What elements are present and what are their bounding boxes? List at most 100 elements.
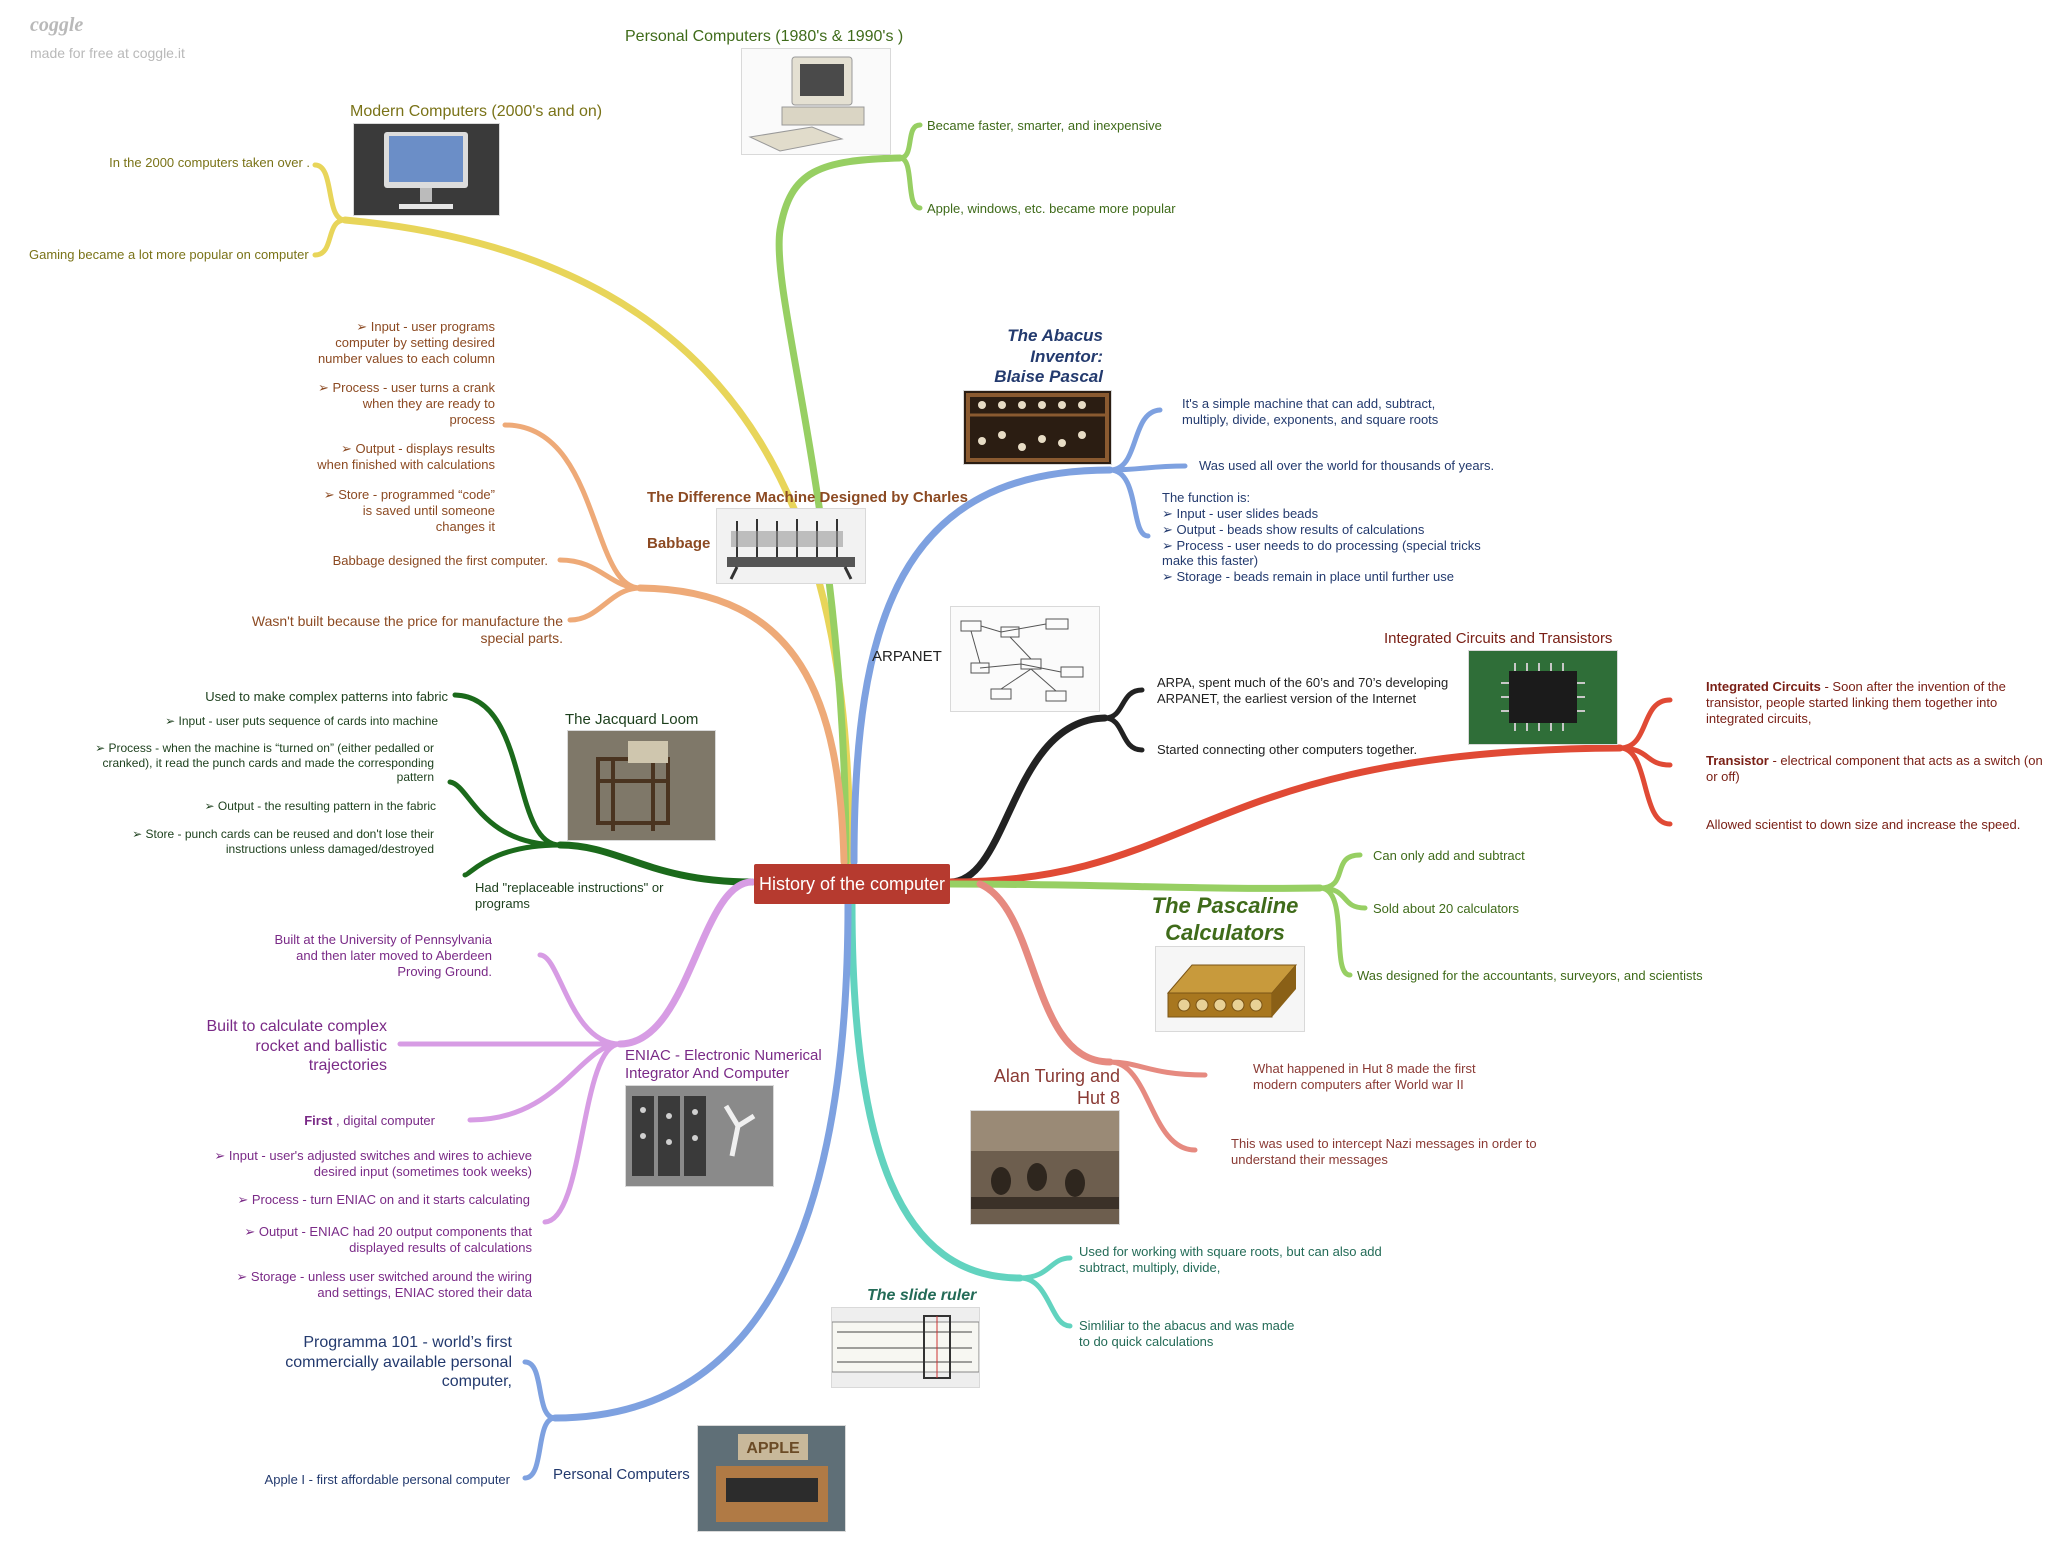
apple-i-image: APPLE bbox=[697, 1425, 846, 1532]
leaf-link-slide bbox=[1017, 1255, 1073, 1329]
difference-item-5[interactable]: Babbage designed the first computer. bbox=[332, 553, 548, 568]
difference-item-2[interactable]: ➢ Process - user turns a crank when they… bbox=[317, 380, 495, 427]
integrated-item-2-term: Transistor bbox=[1706, 753, 1769, 768]
slide-item-2[interactable]: Simliliar to the abacus and was made to … bbox=[1079, 1318, 1295, 1349]
branch-link-slide bbox=[848, 900, 1024, 1282]
branch-link-personal8090 bbox=[775, 154, 904, 866]
slide-title[interactable]: The slide ruler bbox=[867, 1287, 977, 1304]
slide-ruler-image bbox=[831, 1307, 980, 1388]
difference-title-line1[interactable]: The Difference Machine Designed by Charl… bbox=[647, 489, 968, 506]
jacquard-item-1[interactable]: Used to make complex patterns into fabri… bbox=[205, 689, 448, 704]
eniac-item-4[interactable]: ➢ Input - user's adjusted switches and w… bbox=[214, 1148, 532, 1179]
difference-title-line2[interactable]: Babbage bbox=[647, 535, 711, 552]
leaf-link-personal8090 bbox=[897, 122, 923, 211]
personal-item-1[interactable]: Programma 101 - world’s first commercial… bbox=[285, 1334, 512, 1391]
coggle-tagline: made for free at coggle.it bbox=[30, 45, 185, 61]
abacus-item-2[interactable]: Was used all over the world for thousand… bbox=[1199, 458, 1495, 473]
coggle-logo: coggle bbox=[30, 14, 84, 36]
integrated-title[interactable]: Integrated Circuits and Transistors bbox=[1384, 630, 1613, 647]
eniac-item-7[interactable]: ➢ Storage - unless user switched around … bbox=[236, 1269, 532, 1300]
arpanet-map-image bbox=[950, 606, 1100, 712]
eniac-item-3-text: , digital computer bbox=[332, 1113, 435, 1128]
eniac-item-2[interactable]: Built to calculate complex rocket and ba… bbox=[206, 1018, 387, 1075]
branch-link-eniac bbox=[616, 878, 756, 1048]
difference-item-4[interactable]: ➢ Store - programmed “code” is saved unt… bbox=[323, 487, 495, 534]
apple-i-image-label: APPLE bbox=[746, 1440, 800, 1457]
abacus-item-3[interactable]: The function is: ➢ Input - user slides b… bbox=[1162, 490, 1481, 585]
pascaline-item-2[interactable]: Sold about 20 calculators bbox=[1373, 901, 1519, 916]
pascaline-item-1[interactable]: Can only add and subtract bbox=[1373, 848, 1525, 863]
turing-title[interactable]: Alan Turing and Hut 8 bbox=[993, 1066, 1120, 1108]
leaf-link-difference bbox=[502, 422, 643, 623]
branch-link-jacquard bbox=[556, 841, 756, 886]
integrated-item-2-text: - electrical component that acts as a sw… bbox=[1706, 753, 2043, 784]
turing-item-1[interactable]: What happened in Hut 8 made the first mo… bbox=[1253, 1061, 1476, 1092]
eniac-title[interactable]: ENIAC - Electronic Numerical Integrator … bbox=[625, 1047, 822, 1083]
leaf-link-jacquard bbox=[447, 692, 563, 878]
jacquard-item-5[interactable]: ➢ Store - punch cards can be reused and … bbox=[132, 827, 434, 856]
abacus-item-1[interactable]: It's a simple machine that can add, subt… bbox=[1182, 396, 1439, 427]
leaf-link-pascaline bbox=[1317, 852, 1368, 978]
arpanet-title[interactable]: ARPANET bbox=[872, 648, 942, 665]
eniac-image bbox=[625, 1085, 774, 1187]
pascaline-item-3[interactable]: Was designed for the accountants, survey… bbox=[1357, 968, 1703, 983]
leaf-link-personal bbox=[522, 1359, 558, 1481]
eniac-item-6[interactable]: ➢ Output - ENIAC had 20 output component… bbox=[244, 1224, 532, 1255]
eniac-item-3-term: First bbox=[304, 1113, 333, 1128]
modern-item-2[interactable]: Gaming became a lot more popular on comp… bbox=[29, 247, 309, 262]
eniac-item-5[interactable]: ➢ Process - turn ENIAC on and it starts … bbox=[237, 1192, 530, 1207]
leaf-link-arpanet bbox=[1102, 687, 1145, 753]
jacquard-item-4[interactable]: ➢ Output - the resulting pattern in the … bbox=[204, 799, 436, 813]
branch-link-arpanet bbox=[946, 714, 1109, 886]
retro-pc-image bbox=[741, 48, 891, 155]
personal8090-item-1[interactable]: Became faster, smarter, and inexpensive bbox=[927, 118, 1162, 133]
personal-title[interactable]: Personal Computers bbox=[553, 1466, 690, 1483]
jacquard-item-3[interactable]: ➢ Process - when the machine is “turned … bbox=[95, 741, 434, 785]
slide-item-1[interactable]: Used for working with square roots, but … bbox=[1079, 1244, 1382, 1275]
chip-image bbox=[1468, 650, 1618, 745]
arpanet-item-1[interactable]: ARPA, spent much of the 60’s and 70’s de… bbox=[1157, 675, 1449, 706]
central-node[interactable]: History of the computer bbox=[754, 864, 950, 904]
eniac-item-3[interactable]: First , digital computer bbox=[250, 1113, 435, 1129]
integrated-item-1[interactable]: Integrated Circuits - Soon after the inv… bbox=[1706, 679, 2036, 727]
leaf-link-eniac bbox=[397, 952, 623, 1225]
turing-item-2[interactable]: This was used to intercept Nazi messages… bbox=[1231, 1136, 1537, 1167]
jacquard-title[interactable]: The Jacquard Loom bbox=[565, 711, 699, 728]
personal8090-title[interactable]: Personal Computers (1980's & 1990's ) bbox=[625, 28, 904, 45]
arpanet-item-2[interactable]: Started connecting other computers toget… bbox=[1157, 742, 1418, 757]
jacquard-item-2[interactable]: ➢ Input - user puts sequence of cards in… bbox=[165, 714, 438, 728]
branch-link-personal bbox=[551, 900, 852, 1422]
integrated-item-1-term: Integrated Circuits bbox=[1706, 679, 1821, 694]
difference-item-1[interactable]: ➢ Input - user programs computer by sett… bbox=[317, 319, 495, 366]
leaf-link-modern bbox=[312, 162, 348, 258]
branch-link-pascaline bbox=[946, 880, 1324, 892]
modern-title[interactable]: Modern Computers (2000's and on) bbox=[350, 103, 603, 120]
abacus-image bbox=[963, 390, 1112, 465]
leaf-link-turing bbox=[1107, 1059, 1208, 1153]
jacquard-loom-image bbox=[567, 730, 716, 841]
imac-image bbox=[353, 123, 500, 216]
integrated-item-3[interactable]: Allowed scientist to down size and incre… bbox=[1706, 817, 2021, 832]
integrated-item-2[interactable]: Transistor - electrical component that a… bbox=[1706, 753, 2051, 785]
branch-link-turing bbox=[976, 880, 1114, 1066]
hut8-image bbox=[970, 1110, 1120, 1225]
difference-item-3[interactable]: ➢ Output - displays results when finishe… bbox=[317, 441, 495, 472]
abacus-title[interactable]: The Abacus Inventor: Blaise Pascal bbox=[994, 326, 1103, 387]
integrated-item-1-text: - Soon after the invention of the transi… bbox=[1706, 679, 2006, 726]
eniac-item-1[interactable]: Built at the University of Pennsylvania … bbox=[274, 932, 493, 979]
branch-link-abacus bbox=[850, 466, 1114, 866]
leaf-link-abacus bbox=[1107, 407, 1188, 539]
modern-item-1[interactable]: In the 2000 computers taken over . bbox=[109, 155, 310, 170]
pascaline-image bbox=[1155, 946, 1305, 1032]
pascaline-title[interactable]: The Pascaline Calculators bbox=[1151, 893, 1299, 945]
leaf-link-integrated bbox=[1617, 697, 1673, 827]
branch-link-integrated bbox=[946, 744, 1624, 886]
personal8090-item-2[interactable]: Apple, windows, etc. became more popular bbox=[927, 201, 1176, 216]
difference-item-6[interactable]: Wasn't built because the price for manuf… bbox=[251, 613, 563, 647]
difference-engine-image bbox=[716, 508, 866, 584]
jacquard-note[interactable]: Had "replaceable instructions" or progra… bbox=[475, 880, 664, 911]
branch-link-difference bbox=[636, 584, 848, 866]
personal-item-2[interactable]: Apple I - first affordable personal comp… bbox=[264, 1472, 510, 1487]
